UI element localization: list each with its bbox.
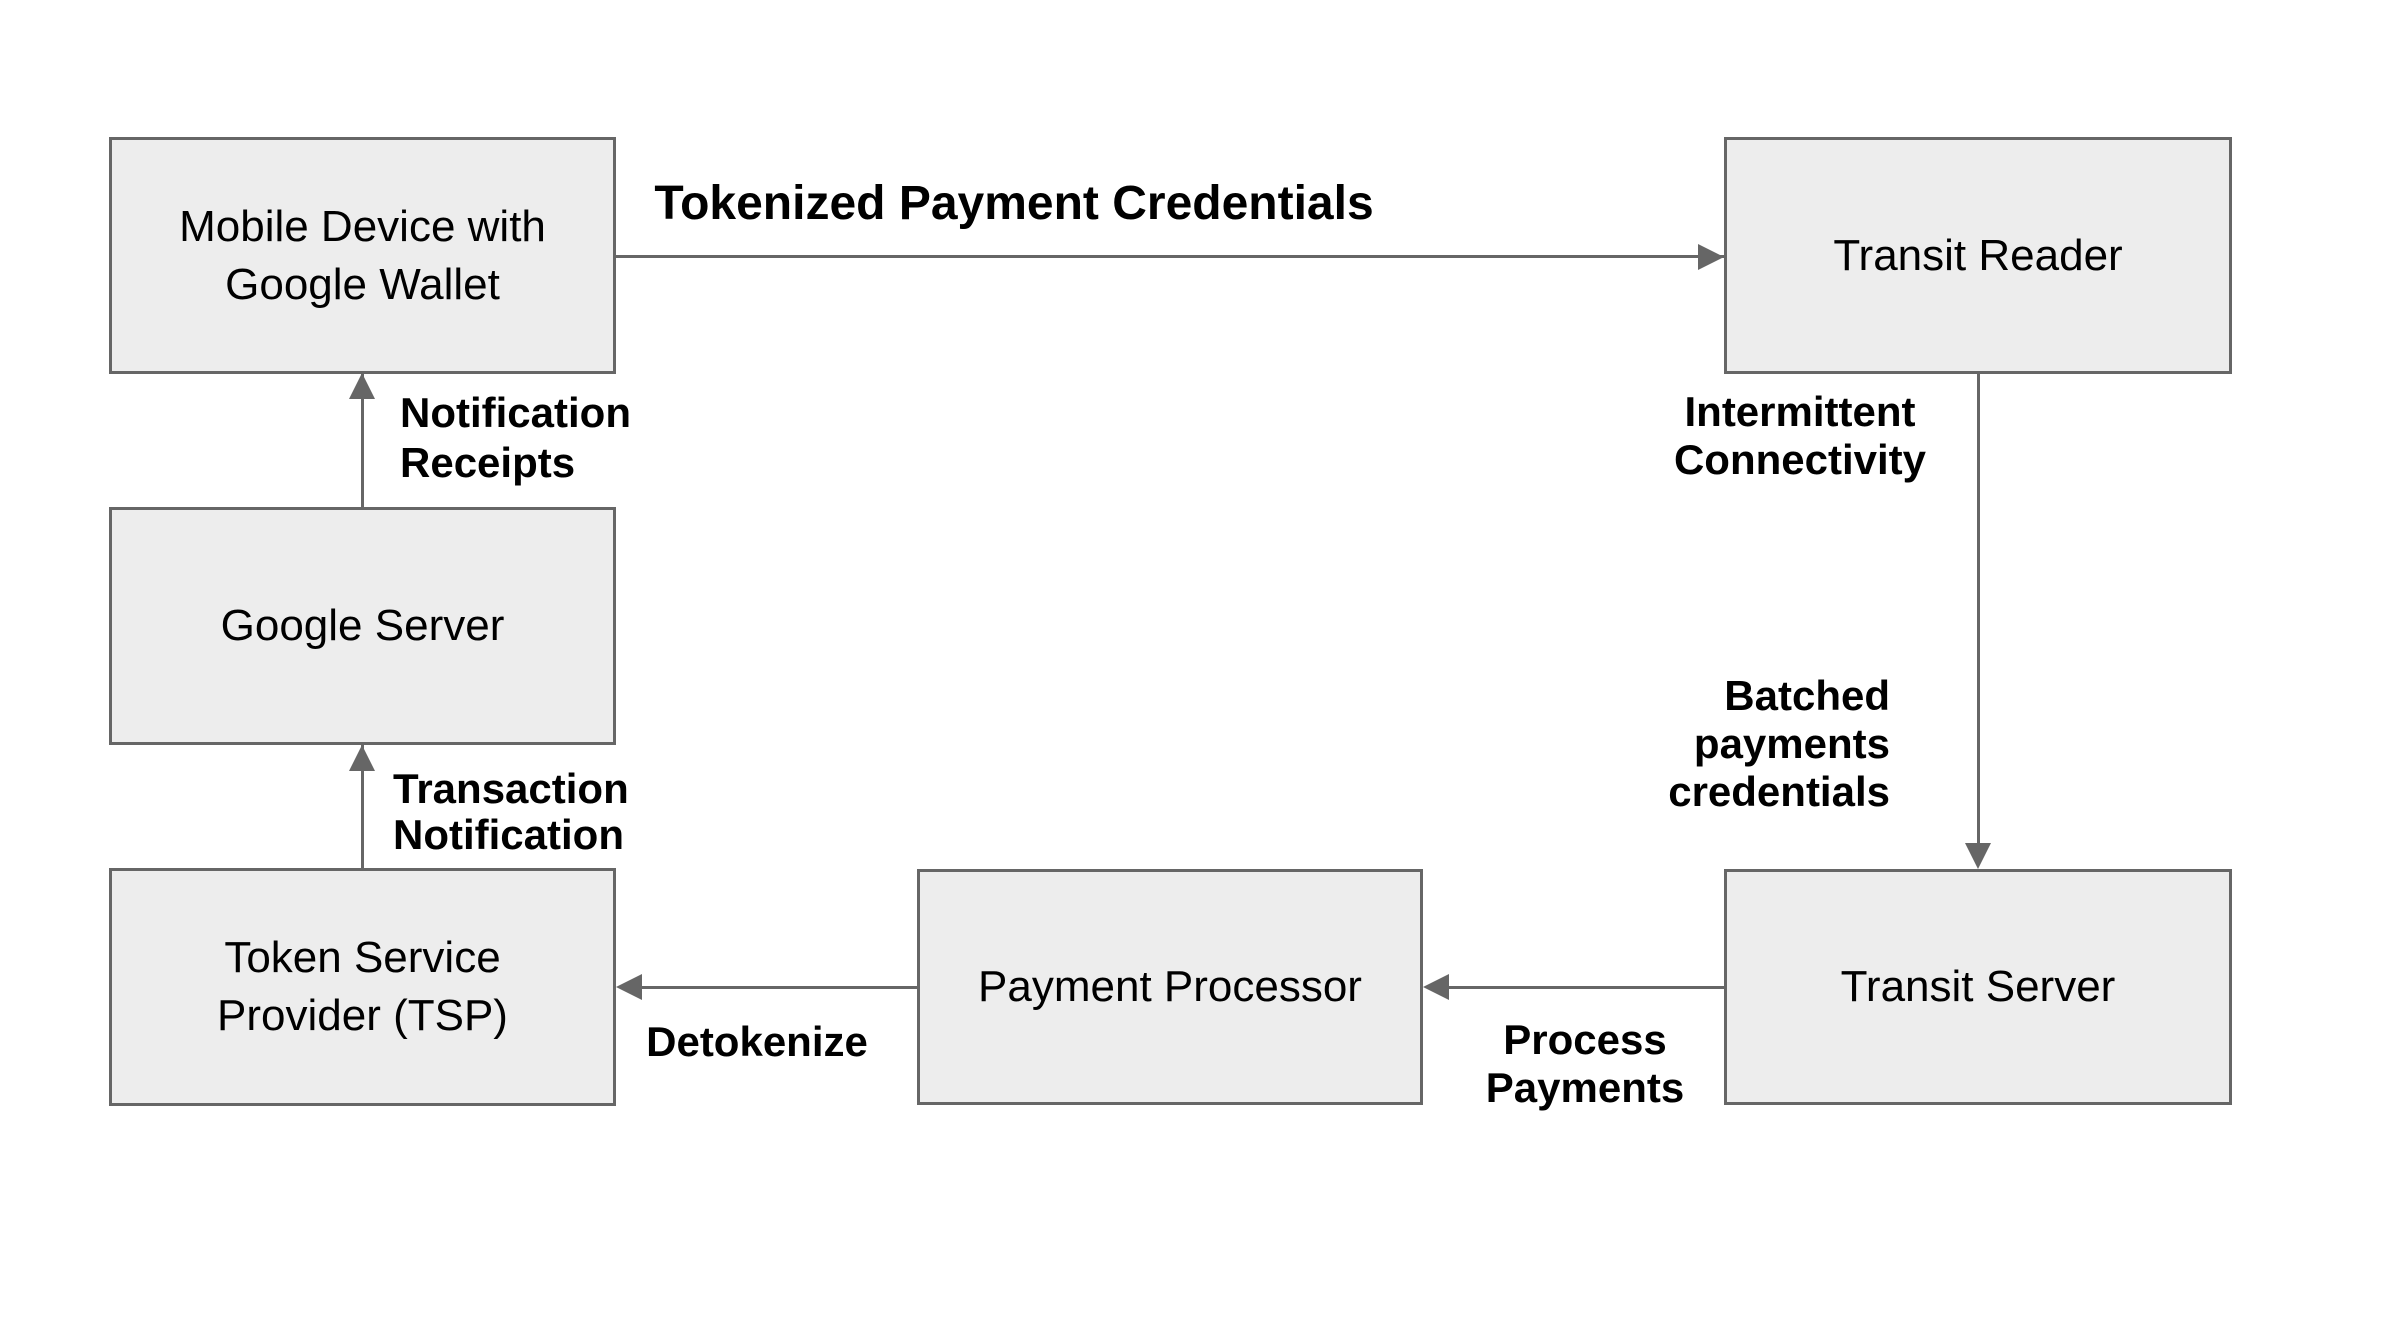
edge-mobile-to-reader-line [616,255,1724,258]
node-mobile-device: Mobile Device with Google Wallet [109,137,616,374]
arrowhead-up-icon [349,373,375,399]
node-token-service-provider: Token Service Provider (TSP) [109,868,616,1106]
node-google-server: Google Server [109,507,616,745]
edge-label-notification-receipts: Notification Receipts [400,389,631,486]
arrowhead-right-icon [1698,244,1724,270]
node-payment-processor: Payment Processor [917,869,1423,1105]
node-transit-reader: Transit Reader [1724,137,2232,374]
arrowhead-down-icon [1965,843,1991,869]
node-label: Transit Server [1840,962,2116,1011]
edge-label-process-payments: Process Payments [1485,1016,1685,1111]
node-label: Payment Processor [978,962,1362,1011]
edge-tsp-to-google-line [361,745,364,868]
edge-label-batched-payments-credentials: Batched payments credentials [1668,672,1890,815]
edge-google-to-mobile-line [361,373,364,507]
edge-label-intermittent-connectivity: Intermittent Connectivity [1673,388,1927,483]
node-label: Google Server [220,601,505,650]
edge-label-detokenize: Detokenize [646,1018,868,1065]
edge-reader-to-server-line [1977,373,1980,843]
edge-label-transaction-notification: Transaction Notification [393,765,629,858]
node-label: Mobile Device with Google Wallet [179,201,546,309]
arrowhead-left-icon [616,974,642,1000]
arrowhead-left-icon [1423,974,1449,1000]
node-transit-server: Transit Server [1724,869,2232,1105]
node-label: Transit Reader [1833,230,2123,280]
arrowhead-up-icon [349,745,375,771]
edge-processor-to-tsp-line [642,986,917,989]
node-label: Token Service Provider (TSP) [217,933,508,1040]
edge-server-to-processor-line [1449,986,1724,989]
edge-label-tokenized-payment-credentials: Tokenized Payment Credentials [654,177,1374,230]
